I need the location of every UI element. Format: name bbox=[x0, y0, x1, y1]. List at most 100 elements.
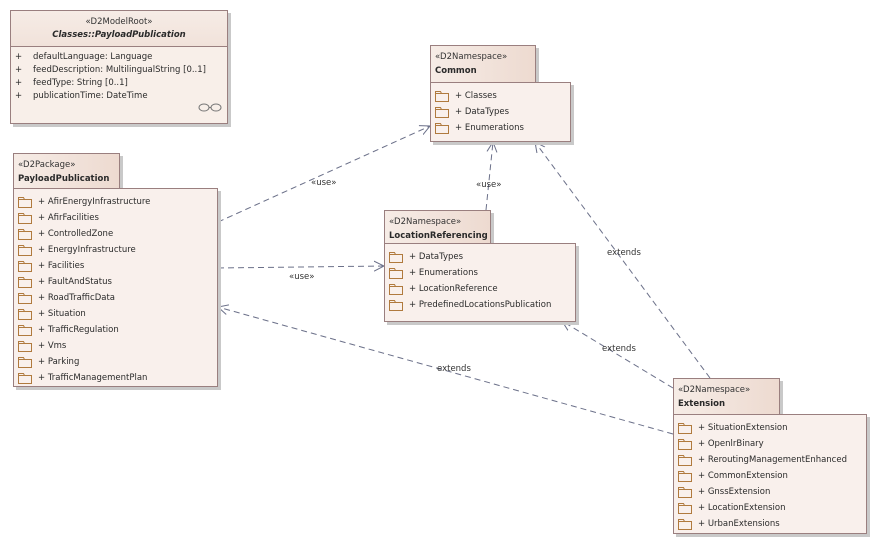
package-item[interactable]: + PredefinedLocationsPublication bbox=[385, 297, 575, 313]
package-item[interactable]: + AfirEnergyInfrastructure bbox=[14, 194, 217, 210]
folder-icon bbox=[18, 196, 32, 208]
attribute-list: +defaultLanguage: Language +feedDescript… bbox=[11, 47, 227, 103]
connector-payload-to-locationreferencing[interactable] bbox=[217, 266, 384, 268]
package-body-locationreferencing[interactable]: + DataTypes + Enumerations+ LocationRefer… bbox=[384, 243, 576, 322]
package-item[interactable]: + Enumerations bbox=[385, 265, 575, 281]
package-item[interactable]: + TrafficRegulation bbox=[14, 322, 217, 338]
package-item[interactable]: + DataTypes bbox=[385, 249, 575, 265]
attribute-row[interactable]: +feedDescription: MultilingualString [0.… bbox=[15, 64, 227, 77]
package-item-label: + UrbanExtensions bbox=[698, 519, 780, 529]
package-item[interactable]: + UrbanExtensions bbox=[674, 516, 866, 532]
package-item-label: + Parking bbox=[38, 357, 80, 367]
connector-extension-to-locationreferencing[interactable] bbox=[562, 321, 674, 389]
package-item-label: + GnssExtension bbox=[698, 487, 771, 497]
folder-icon bbox=[389, 299, 403, 311]
connector-label-extends: extends bbox=[437, 364, 471, 374]
package-item-label: + AfirEnergyInfrastructure bbox=[38, 197, 151, 207]
package-name: PayloadPublication bbox=[18, 174, 110, 184]
folder-icon bbox=[18, 244, 32, 256]
package-tab-payloadpublication[interactable]: «D2Package» PayloadPublication bbox=[13, 153, 120, 189]
folder-icon bbox=[389, 267, 403, 279]
folder-icon bbox=[435, 90, 449, 102]
folder-icon bbox=[678, 422, 692, 434]
connector-label-extends: extends bbox=[602, 344, 636, 354]
package-item-label: + AfirFacilities bbox=[38, 213, 99, 223]
folder-icon bbox=[678, 502, 692, 514]
package-item-label: + ReroutingManagementEnhanced bbox=[698, 455, 847, 465]
folder-icon bbox=[435, 122, 449, 134]
attribute-text: feedDescription: MultilingualString [0..… bbox=[33, 65, 206, 75]
connector-extension-to-common[interactable] bbox=[535, 142, 711, 379]
package-item-label: + FaultAndStatus bbox=[38, 277, 112, 287]
package-item[interactable]: + ControlledZone bbox=[14, 226, 217, 242]
package-item[interactable]: + Classes bbox=[431, 88, 570, 104]
package-item[interactable]: + SituationExtension bbox=[674, 420, 866, 436]
package-name: Common bbox=[435, 66, 477, 76]
attribute-text: defaultLanguage: Language bbox=[33, 52, 153, 62]
package-item[interactable]: + FaultAndStatus bbox=[14, 274, 217, 290]
folder-icon bbox=[678, 438, 692, 450]
package-item-label: + DataTypes bbox=[455, 107, 510, 117]
package-item[interactable]: + GnssExtension bbox=[674, 484, 866, 500]
folder-icon bbox=[18, 260, 32, 272]
package-item-label: + EnergyInfrastructure bbox=[38, 245, 136, 255]
package-item[interactable]: + Situation bbox=[14, 306, 217, 322]
attribute-visibility: + bbox=[15, 91, 23, 101]
package-item[interactable]: + Vms bbox=[14, 338, 217, 354]
package-item-label: + DataTypes bbox=[409, 252, 464, 262]
package-item[interactable]: + DataTypes bbox=[431, 104, 570, 120]
package-name: LocationReferencing bbox=[389, 231, 488, 241]
folder-icon bbox=[18, 292, 32, 304]
package-stereotype: «D2Namespace» bbox=[389, 217, 462, 227]
package-item[interactable]: + CommonExtension bbox=[674, 468, 866, 484]
package-item[interactable]: + EnergyInfrastructure bbox=[14, 242, 217, 258]
package-body-payloadpublication[interactable]: + AfirEnergyInfrastructure + AfirFaciliti… bbox=[13, 188, 218, 387]
package-item[interactable]: + AfirFacilities bbox=[14, 210, 217, 226]
link-icon bbox=[198, 103, 222, 112]
package-item[interactable]: + Enumerations bbox=[431, 120, 570, 136]
package-item-label: + OpenlrBinary bbox=[698, 439, 764, 449]
connector-extension-to-payload[interactable] bbox=[218, 307, 674, 435]
folder-icon bbox=[389, 251, 403, 263]
folder-icon bbox=[18, 212, 32, 224]
attribute-row[interactable]: +feedType: String [0..1] bbox=[15, 77, 227, 90]
class-name: Classes::PayloadPublication bbox=[52, 30, 186, 40]
package-item-label: + SituationExtension bbox=[698, 423, 788, 433]
folder-icon bbox=[678, 486, 692, 498]
connector-locationreferencing-to-common[interactable] bbox=[485, 142, 493, 211]
package-item[interactable]: + TrafficManagementPlan bbox=[14, 370, 217, 386]
connector-payload-to-common[interactable] bbox=[217, 126, 430, 223]
attribute-row[interactable]: +defaultLanguage: Language bbox=[15, 51, 227, 64]
package-tab-common[interactable]: «D2Namespace» Common bbox=[430, 45, 536, 83]
folder-icon bbox=[18, 372, 32, 384]
package-item[interactable]: + Parking bbox=[14, 354, 217, 370]
package-stereotype: «D2Package» bbox=[18, 160, 76, 170]
package-item-label: + Facilities bbox=[38, 261, 85, 271]
package-item-label: + TrafficManagementPlan bbox=[38, 373, 148, 383]
package-item-label: + RoadTrafficData bbox=[38, 293, 115, 303]
connector-label-use: «use» bbox=[311, 178, 337, 188]
attribute-row[interactable]: +publicationTime: DateTime bbox=[15, 90, 227, 103]
package-item[interactable]: + LocationReference bbox=[385, 281, 575, 297]
package-item[interactable]: + RoadTrafficData bbox=[14, 290, 217, 306]
package-item[interactable]: + OpenlrBinary bbox=[674, 436, 866, 452]
package-tab-extension[interactable]: «D2Namespace» Extension bbox=[673, 378, 780, 415]
folder-icon bbox=[18, 276, 32, 288]
package-tab-locationreferencing[interactable]: «D2Namespace» LocationReferencing bbox=[384, 210, 491, 244]
folder-icon bbox=[18, 324, 32, 336]
package-body-common[interactable]: + Classes + DataTypes + Enumerations bbox=[430, 82, 571, 142]
model-root-class[interactable]: «D2ModelRoot» Classes::PayloadPublicatio… bbox=[10, 10, 228, 124]
package-item[interactable]: + Facilities bbox=[14, 258, 217, 274]
attribute-text: feedType: String [0..1] bbox=[33, 78, 128, 88]
package-stereotype: «D2Namespace» bbox=[435, 52, 508, 62]
package-item[interactable]: + ReroutingManagementEnhanced bbox=[674, 452, 866, 468]
class-stereotype: «D2ModelRoot» bbox=[85, 17, 153, 27]
package-item-label: + PredefinedLocationsPublication bbox=[409, 300, 552, 310]
package-item[interactable]: + LocationExtension bbox=[674, 500, 866, 516]
package-stereotype: «D2Namespace» bbox=[678, 385, 751, 395]
package-item-label: + Enumerations bbox=[455, 123, 524, 133]
folder-icon bbox=[18, 228, 32, 240]
package-body-extension[interactable]: + SituationExtension + OpenlrBinary + Rero… bbox=[673, 414, 867, 534]
class-header: «D2ModelRoot» Classes::PayloadPublicatio… bbox=[11, 11, 227, 47]
